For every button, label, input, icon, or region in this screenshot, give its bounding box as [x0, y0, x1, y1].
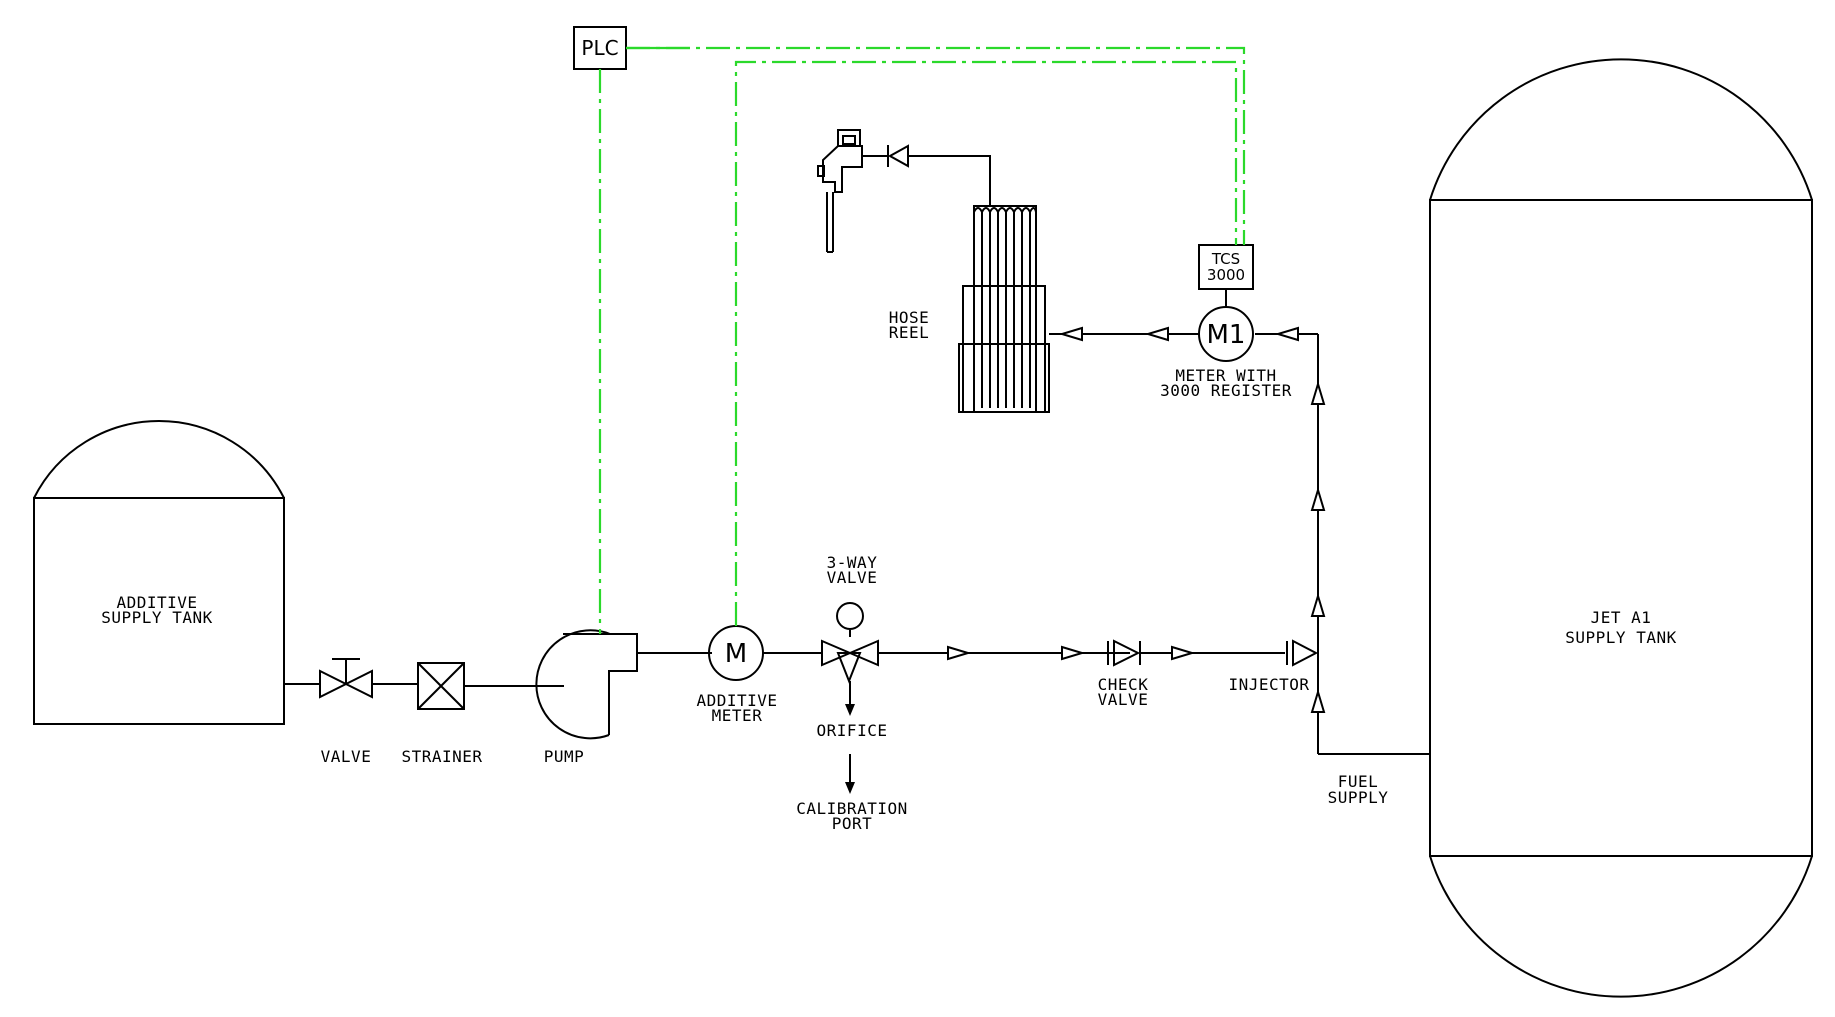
meter-m1: M1	[1198, 306, 1254, 362]
orifice-label: ORIFICE	[817, 721, 888, 740]
additive-meter-symbol: M	[725, 639, 747, 669]
jet-tank-label-1: JET A1	[1591, 608, 1652, 627]
check-valve-label-1: CHECK	[1098, 675, 1149, 694]
meter-m1-symbol: M1	[1207, 320, 1246, 350]
plc-box: PLC	[573, 26, 627, 70]
gate-valve-icon	[319, 658, 373, 699]
additive-tank-label-1: ADDITIVE	[116, 593, 197, 612]
valve-label: VALVE	[321, 747, 372, 766]
three-way-valve	[821, 602, 879, 716]
tcs-label-1: TCS	[1211, 250, 1240, 268]
pump-label: PUMP	[544, 747, 585, 766]
calibration-port-label-1: CALIBRATION	[796, 799, 907, 818]
centrifugal-pump-icon	[535, 629, 638, 740]
three-way-valve-label-2: VALVE	[827, 568, 878, 587]
additive-meter-label-2: METER	[712, 706, 763, 725]
fuel-nozzle-icon	[817, 129, 863, 253]
additive-meter: M	[708, 625, 764, 681]
fuel-supply-label-2: SUPPLY	[1328, 788, 1389, 807]
plc-label: PLC	[581, 36, 618, 60]
tcs-label-2: 3000	[1207, 266, 1245, 284]
check-valve-icon	[887, 144, 909, 168]
tcs-3000: TCS 3000	[1198, 244, 1254, 290]
injector	[1286, 639, 1319, 667]
hose-reel	[958, 205, 1050, 413]
additive-supply-tank: ADDITIVE SUPPLY TANK	[33, 420, 285, 725]
check-valve-label-2: VALVE	[1098, 690, 1149, 709]
strainer-label: STRAINER	[401, 747, 482, 766]
meter-m1-label-2: 3000 REGISTER	[1160, 381, 1292, 400]
additive-tank-label-2: SUPPLY TANK	[101, 608, 212, 627]
jet-a1-supply-tank: JET A1 SUPPLY TANK	[1429, 58, 1813, 998]
calibration-port-label-2: PORT	[832, 814, 873, 833]
injector-label: INJECTOR	[1228, 675, 1309, 694]
meter-m1-label-1: METER WITH	[1175, 366, 1276, 385]
hose-reel-label-1: HOSE	[889, 308, 930, 327]
hose-reel-label-2: REEL	[889, 323, 930, 342]
jet-tank-label-2: SUPPLY TANK	[1565, 628, 1676, 647]
additive-meter-label-1: ADDITIVE	[696, 691, 777, 710]
strainer-icon	[417, 662, 465, 710]
fuel-supply-label-1: FUEL	[1338, 772, 1379, 791]
three-way-valve-label-1: 3-WAY	[827, 553, 878, 572]
